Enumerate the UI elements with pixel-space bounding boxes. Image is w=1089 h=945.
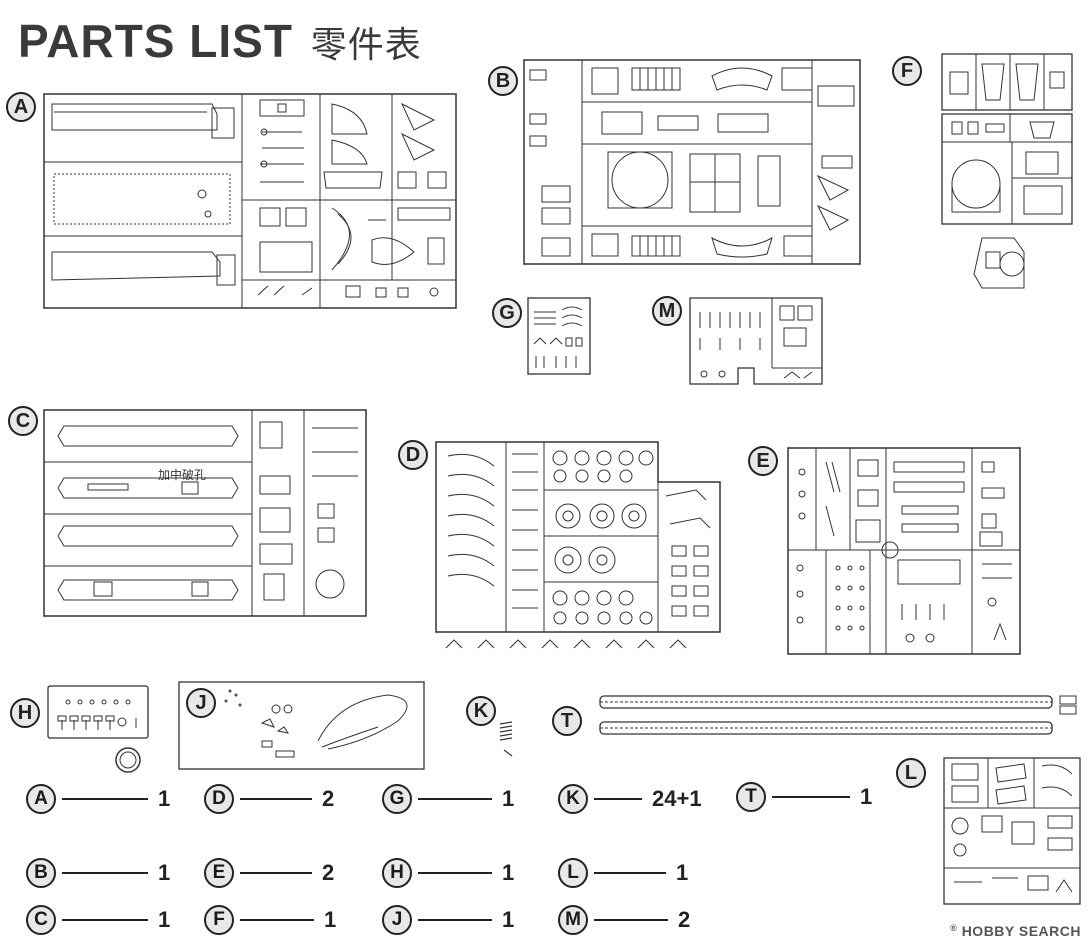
sprue-j-drawing xyxy=(178,681,426,771)
legend-qty: 24+1 xyxy=(652,786,702,811)
legend-row-h: H 1 xyxy=(382,858,514,888)
sprue-badge-b: B xyxy=(488,66,518,96)
legend-row-t: T 1 xyxy=(736,782,872,812)
legend-row-d: D 2 xyxy=(204,784,334,814)
title-chinese: 零件表 xyxy=(310,25,422,66)
sprue-f-drawing xyxy=(938,52,1078,302)
legend-qty: 1 xyxy=(158,786,171,811)
sprue-c-annotation: 加中破孔 xyxy=(158,468,207,482)
sprue-badge-a: A xyxy=(6,92,36,122)
sprue-badge-h: H xyxy=(10,698,40,728)
legend-row-j: J 1 xyxy=(382,905,514,935)
sprue-h-drawing xyxy=(46,680,150,776)
legend-row-e: E 2 xyxy=(204,858,334,888)
page-title: PARTS LIST 零件表 xyxy=(18,14,422,68)
sprue-d-drawing xyxy=(434,436,724,660)
legend-qty: 1 xyxy=(502,860,515,885)
sprue-badge-d: D xyxy=(398,440,428,470)
legend-qty: 1 xyxy=(502,786,515,811)
sprue-l-drawing xyxy=(942,752,1082,908)
watermark: ® HOBBY SEARCH xyxy=(950,923,1081,939)
sprue-b-drawing xyxy=(522,56,862,266)
sprue-a-drawing xyxy=(42,90,458,310)
sprue-c-drawing xyxy=(42,404,368,618)
legend-qty: 1 xyxy=(158,907,171,932)
legend-qty: 1 xyxy=(324,907,337,932)
legend-row-l: L 1 xyxy=(558,858,688,888)
sprue-m-drawing xyxy=(688,294,824,386)
legend-qty: 1 xyxy=(158,860,171,885)
sprue-badge-g: G xyxy=(492,298,522,328)
legend-qty: 1 xyxy=(860,784,873,809)
sprue-badge-f: F xyxy=(892,56,922,86)
sprue-badge-j: J xyxy=(186,688,216,718)
legend-qty: 2 xyxy=(678,907,691,932)
legend-row-g: G 1 xyxy=(382,784,514,814)
legend-row-b: B 1 xyxy=(26,858,170,888)
watermark-brand: HOBBY SEARCH xyxy=(961,923,1081,939)
legend-qty: 2 xyxy=(322,860,335,885)
sprue-badge-m: M xyxy=(652,296,682,326)
legend-row-f: F 1 xyxy=(204,905,336,935)
legend-row-k: K 24+1 xyxy=(558,784,702,814)
legend-row-a: A 1 xyxy=(26,784,170,814)
sprue-t-drawing xyxy=(598,692,1084,740)
legend-qty: 2 xyxy=(322,786,335,811)
sprue-badge-l: L xyxy=(896,758,926,788)
sprue-badge-t: T xyxy=(552,706,582,736)
legend-row-c: C 1 xyxy=(26,905,170,935)
sprue-e-drawing xyxy=(786,444,1022,656)
sprue-badge-c: C xyxy=(8,406,38,436)
legend-row-m: M 2 xyxy=(558,905,690,935)
legend-qty: 1 xyxy=(502,907,515,932)
title-main: PARTS LIST xyxy=(18,15,293,67)
legend-qty: 1 xyxy=(676,860,689,885)
sprue-badge-k: K xyxy=(466,696,496,726)
sprue-k-drawing xyxy=(496,720,526,760)
watermark-reg: ® xyxy=(950,923,958,933)
sprue-badge-e: E xyxy=(748,446,778,476)
sprue-g-drawing xyxy=(526,296,592,376)
